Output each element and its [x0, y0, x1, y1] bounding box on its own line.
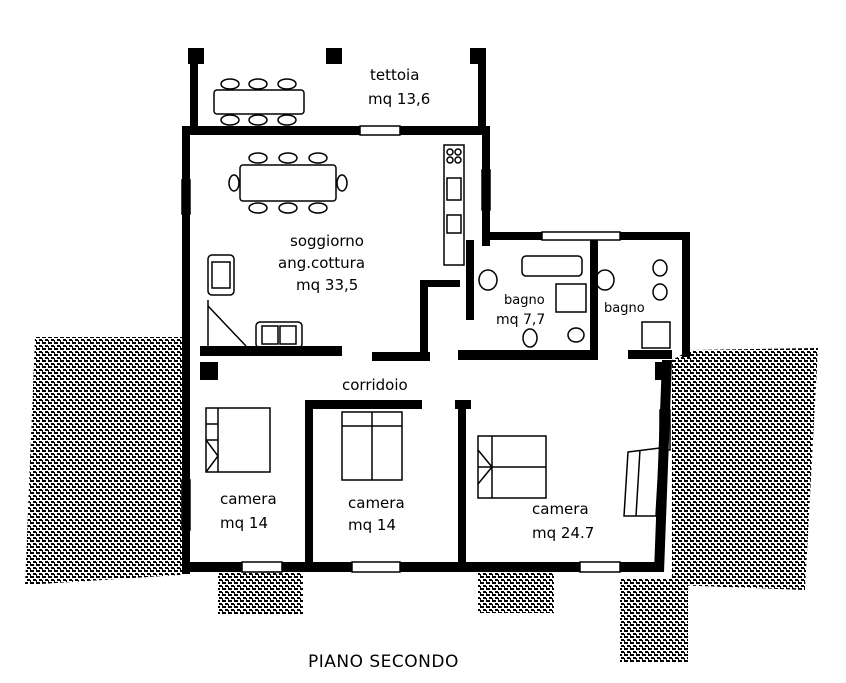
room-area: mq 7,7	[496, 312, 545, 328]
room-area: mq 24.7	[532, 524, 594, 542]
room-name: camera	[532, 500, 589, 518]
terrace	[188, 48, 486, 126]
living-furniture	[207, 254, 303, 349]
room-area: mq 14	[220, 514, 268, 532]
bathroom-2-fixtures	[595, 259, 671, 349]
room-area: mq 13,6	[368, 90, 430, 108]
dining-table	[228, 152, 348, 214]
room-name: camera	[348, 494, 405, 512]
room-corridoio: corridoio	[342, 376, 408, 394]
room-name: bagno	[504, 293, 545, 308]
bathroom-1-fixtures	[478, 255, 587, 348]
room-sub: ang.cottura	[278, 254, 365, 272]
room-name: tettoia	[370, 66, 419, 84]
room-tettoia: tettoia mq 13,6	[368, 66, 430, 108]
room-area: mq 33,5	[296, 276, 358, 294]
bed-camera-3	[477, 435, 547, 499]
hatched-area-west	[25, 337, 190, 585]
wardrobe-camera-3	[623, 447, 661, 517]
bed-camera-1	[205, 407, 271, 473]
room-name: soggiorno	[290, 232, 364, 250]
room-soggiorno: soggiorno ang.cottura mq 33,5	[278, 232, 365, 294]
kitchen-counter	[443, 144, 465, 266]
room-name: corridoio	[342, 376, 408, 394]
room-name: bagno	[604, 301, 645, 316]
room-bagno-1: bagno mq 7,7	[496, 293, 545, 328]
room-name: camera	[220, 490, 277, 508]
terrace-table	[213, 78, 305, 126]
windows	[181, 125, 671, 573]
room-camera-1: camera mq 14	[220, 490, 277, 532]
hatched-area-east	[672, 348, 818, 590]
room-area: mq 14	[348, 516, 396, 534]
room-bagno-2: bagno	[604, 301, 645, 316]
bed-camera-2	[341, 411, 403, 481]
walls	[182, 126, 690, 574]
room-camera-3: camera mq 24.7	[532, 500, 594, 542]
hatched-area-south	[218, 568, 688, 663]
plan-title: PIANO SECONDO	[308, 652, 459, 672]
room-camera-2: camera mq 14	[348, 494, 405, 534]
